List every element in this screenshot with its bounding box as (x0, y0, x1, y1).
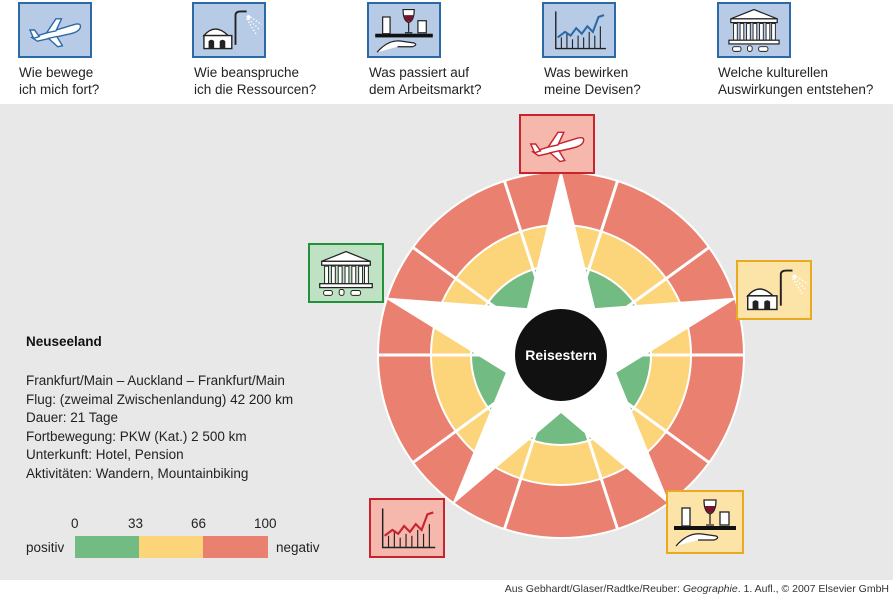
temple-icon (308, 243, 384, 303)
credit-book: Geographie (682, 583, 738, 595)
scale-tick-66: 66 (191, 516, 207, 531)
airplane-icon (18, 2, 92, 58)
trip-transport: Fortbewegung: PKW (Kat.) 2 500 km (26, 428, 247, 444)
trip-activities: Aktivitäten: Wandern, Mountainbiking (26, 465, 249, 481)
question-text: Wie bewege ich mich fort? (19, 65, 100, 97)
house-shower-icon (736, 260, 812, 320)
temple-icon (717, 2, 791, 58)
scale-green-segment (75, 536, 139, 558)
center-disk (515, 309, 607, 401)
trip-duration: Dauer: 21 Tage (26, 410, 119, 425)
question-text: Wie beanspruche ich die Ressourcen? (194, 65, 317, 97)
scale-tick-100: 100 (254, 516, 277, 531)
trip-route: Frankfurt/Main – Auckland – Frankfurt/Ma… (26, 373, 285, 388)
question-text: Welche kulturellen Auswirkungen entstehe… (718, 65, 874, 97)
waiter-tray-icon (367, 2, 441, 58)
question-text: Was passiert auf dem Arbeitsmarkt? (369, 65, 482, 97)
scale-red-segment (203, 536, 268, 558)
scale-tick-0: 0 (71, 516, 79, 531)
question-row: Wie bewege ich mich fort? Wie beanspruch… (0, 0, 893, 104)
house-shower-icon (192, 2, 266, 58)
credit-prefix: Aus Gebhardt/Glaser/Radtke/Reuber: (504, 583, 683, 595)
center-label: Reisestern (525, 347, 597, 363)
trip-accommodation: Unterkunft: Hotel, Pension (26, 447, 184, 462)
trip-details: Frankfurt/Main – Auckland – Frankfurt/Ma… (26, 372, 293, 483)
question-text: Was bewirken meine Devisen? (544, 65, 641, 97)
scale-negative-label: negativ (276, 540, 320, 555)
credit-suffix: . 1. Aufl., © 2007 Elsevier GmbH (737, 583, 889, 595)
airplane-icon (519, 114, 595, 174)
waiter-tray-icon (666, 490, 744, 554)
scale-yellow-segment (139, 536, 203, 558)
scale-positive-label: positiv (26, 540, 65, 555)
trip-title: Neuseeland (26, 334, 102, 349)
trip-flight: Flug: (zweimal Zwischenlandung) 42 200 k… (26, 391, 294, 407)
chart-graph-icon (542, 2, 616, 58)
scale-tick-33: 33 (128, 516, 144, 531)
chart-graph-icon (369, 498, 445, 558)
source-credit: Aus Gebhardt/Glaser/Radtke/Reuber: Geogr… (505, 583, 889, 595)
